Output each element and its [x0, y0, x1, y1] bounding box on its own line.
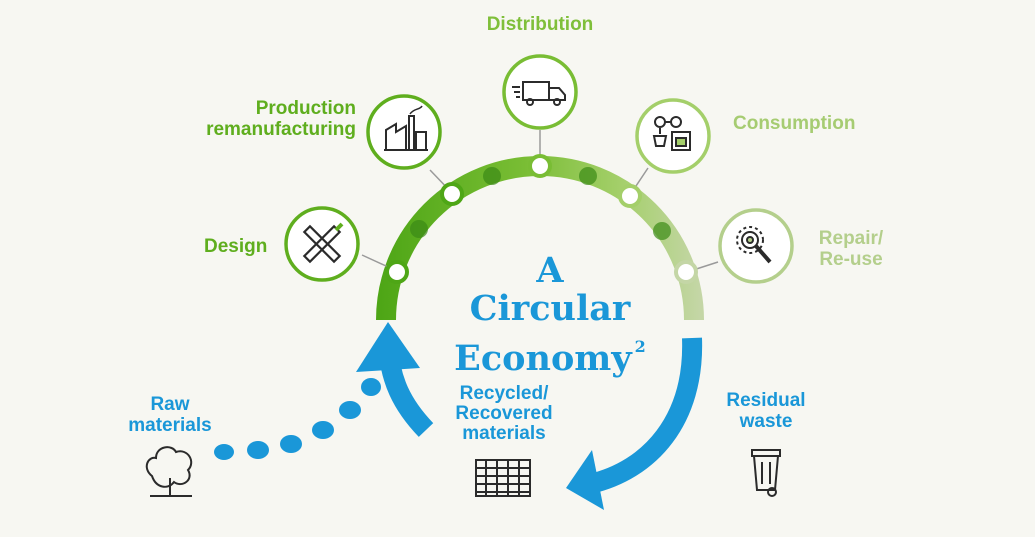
production-node	[366, 94, 442, 170]
distribution-node	[502, 54, 578, 130]
residual-flow-arc	[587, 337, 703, 494]
tree-icon	[145, 446, 193, 497]
raw-materials-flow	[214, 378, 381, 460]
delivery-truck-icon	[512, 81, 566, 106]
stage-label-production: Production remanufacturing	[206, 98, 356, 140]
arc-nodes	[385, 154, 698, 284]
consumption-node	[635, 98, 711, 174]
shopping-icon	[652, 116, 691, 151]
factory-icon	[384, 105, 428, 151]
recycle-flow-arrowhead	[356, 322, 420, 372]
repair-node	[718, 208, 794, 284]
label-residual-waste: Residual waste	[726, 390, 806, 432]
material-grid-icon	[475, 459, 531, 497]
pencil-ruler-icon	[302, 222, 344, 264]
stage-label-design: Design	[204, 236, 268, 257]
residual-flow-arrowhead	[566, 450, 604, 510]
label-recycled-materials: Recycled/ Recovered materials	[455, 383, 553, 444]
design-node	[284, 206, 360, 282]
label-raw-materials: Raw materials	[128, 394, 212, 436]
wrench-gear-icon	[736, 226, 772, 264]
stage-label-consumption: Consumption	[733, 113, 856, 134]
stage-label-distribution: Distribution	[486, 14, 594, 35]
wheelie-bin-icon	[751, 449, 781, 497]
title-line3: Economy	[454, 338, 632, 379]
arc-dots	[410, 167, 671, 240]
stage-label-repair: Repair/ Re-use	[818, 228, 884, 270]
title-superscript: 2	[634, 337, 646, 356]
